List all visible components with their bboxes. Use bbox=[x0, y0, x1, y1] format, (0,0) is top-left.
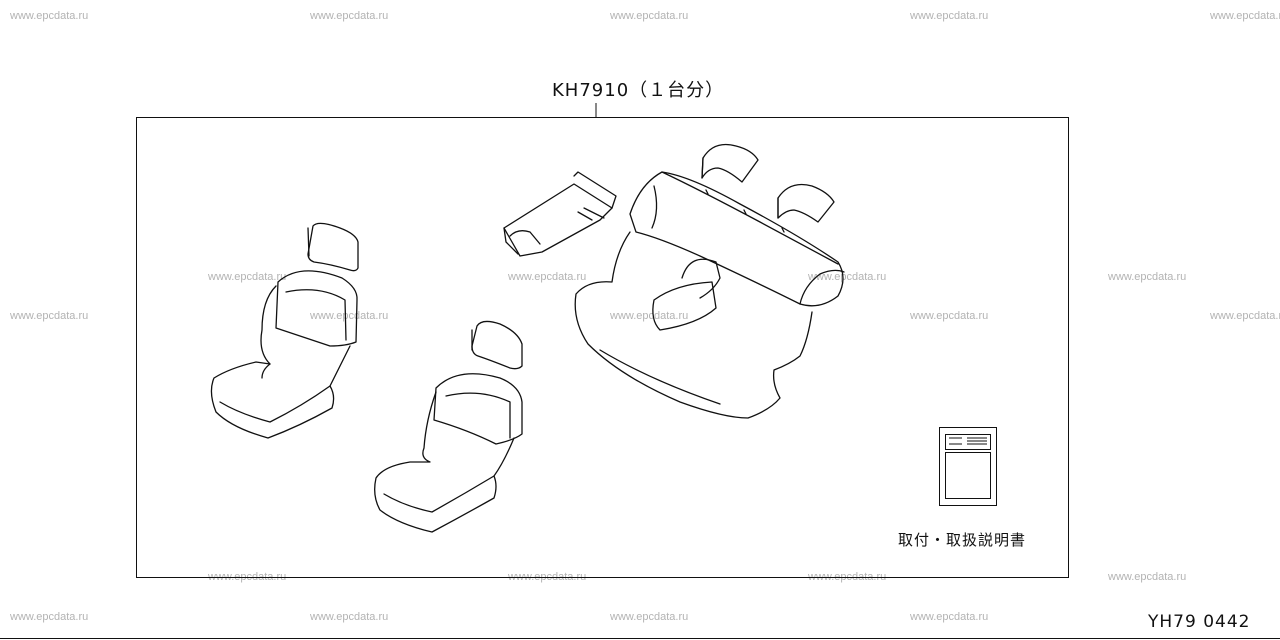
watermark: www.epcdata.ru bbox=[610, 310, 689, 322]
kit-part-number-label: KH7910（１台分） bbox=[552, 80, 725, 101]
watermark: www.epcdata.ru bbox=[208, 271, 287, 283]
seatback-top bbox=[275, 270, 358, 347]
seatback-top bbox=[433, 373, 523, 445]
watermark: www.epcdata.ru bbox=[910, 310, 989, 322]
seat-cushion bbox=[374, 391, 515, 533]
watermark: www.epcdata.ru bbox=[1108, 271, 1187, 283]
instruction-manual-label: 取付・取扱説明書 bbox=[898, 531, 1027, 549]
front-seat-cover-right bbox=[374, 320, 523, 533]
headrest-cover bbox=[471, 320, 523, 370]
seat-cushion-cover bbox=[574, 231, 813, 419]
center-armrest-cover bbox=[652, 281, 717, 331]
watermark: www.epcdata.ru bbox=[310, 310, 389, 322]
watermark: www.epcdata.ru bbox=[1210, 310, 1280, 322]
kit-frame bbox=[136, 117, 1069, 578]
rear-seat-cover bbox=[574, 143, 845, 419]
headrest-cover bbox=[307, 222, 359, 272]
watermark: www.epcdata.ru bbox=[910, 10, 989, 22]
front-seat-cover-left bbox=[210, 222, 359, 439]
headrest-cover bbox=[777, 183, 835, 223]
watermark: www.epcdata.ru bbox=[610, 10, 689, 22]
center-armrest-slot bbox=[681, 258, 721, 299]
watermark: www.epcdata.ru bbox=[1210, 10, 1280, 22]
watermark: www.epcdata.ru bbox=[310, 611, 389, 623]
watermark: www.epcdata.ru bbox=[910, 611, 989, 623]
instruction-manual bbox=[939, 427, 997, 506]
watermark: www.epcdata.ru bbox=[508, 271, 587, 283]
diagram-code: YH79 0442 bbox=[1148, 612, 1251, 632]
seatback-cover bbox=[629, 171, 844, 307]
watermark: www.epcdata.ru bbox=[610, 611, 689, 623]
armrest-cover bbox=[503, 171, 617, 257]
watermark: www.epcdata.ru bbox=[10, 10, 89, 22]
watermark: www.epcdata.ru bbox=[808, 271, 887, 283]
headrest-cover bbox=[701, 143, 759, 183]
watermark: www.epcdata.ru bbox=[1108, 571, 1187, 583]
watermark: www.epcdata.ru bbox=[10, 611, 89, 623]
seat-cushion bbox=[210, 285, 351, 439]
watermark: www.epcdata.ru bbox=[310, 10, 389, 22]
watermark: www.epcdata.ru bbox=[10, 310, 89, 322]
